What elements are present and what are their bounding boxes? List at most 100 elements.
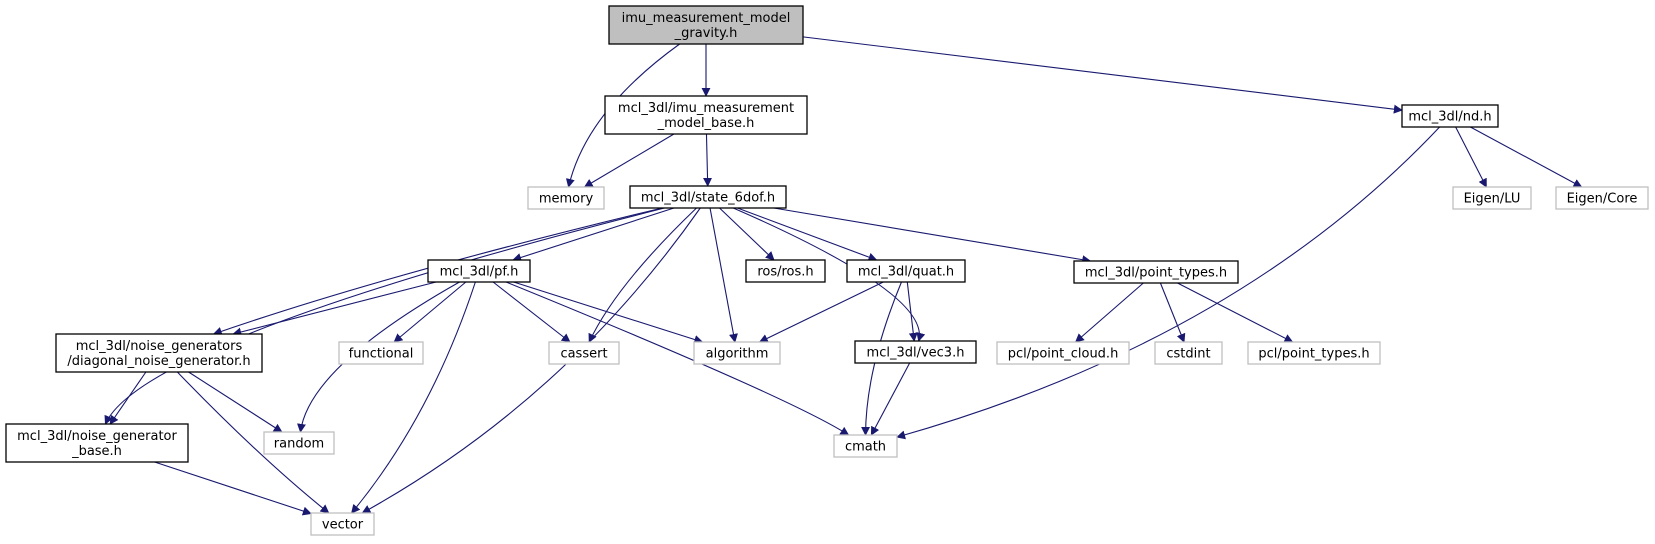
node-box [338, 341, 424, 365]
node-root[interactable]: imu_measurement_model_gravity.h [608, 5, 804, 45]
node-pcloud: pcl/point_cloud.h [996, 341, 1130, 365]
edge-pf-to-functional [393, 281, 467, 343]
edge-pf-to-algorithm [513, 281, 704, 344]
node-label: mcl_3dl/noise_generators [76, 339, 243, 354]
node-box [608, 5, 804, 45]
node-state[interactable]: mcl_3dl/state_6dof.h [629, 185, 787, 209]
edge-pf-to-cmath [505, 281, 850, 436]
node-box [263, 431, 335, 455]
node-box [55, 333, 263, 373]
node-cstdint: cstdint [1154, 341, 1223, 365]
node-label: mcl_3dl/state_6dof.h [641, 191, 775, 206]
edge-pf-to-vector [351, 281, 476, 514]
node-algorithm: algorithm [693, 341, 781, 365]
node-label: mcl_3dl/point_types.h [1085, 266, 1227, 281]
node-label: /diagonal_noise_generator.h [67, 354, 250, 369]
node-label: mcl_3dl/vec3.h [867, 346, 965, 361]
node-box [1401, 104, 1499, 128]
node-label: cstdint [1166, 347, 1210, 362]
node-label: memory [539, 192, 594, 207]
node-box [1555, 186, 1649, 210]
node-label: functional [349, 347, 414, 362]
node-box [527, 186, 605, 210]
node-label: mcl_3dl/quat.h [858, 265, 954, 280]
edge-nd-to-eigenlu [1455, 126, 1487, 188]
node-label: Eigen/Core [1567, 192, 1638, 207]
node-box [996, 341, 1130, 365]
node-nd[interactable]: mcl_3dl/nd.h [1401, 104, 1499, 128]
edge-base-to-memory [583, 133, 675, 188]
nodes-layer: imu_measurement_model_gravity.h mcl_3dl/i… [5, 5, 1649, 536]
node-box [1154, 341, 1223, 365]
edge-ptypes-to-pclptypes [1177, 282, 1294, 343]
node-box [846, 259, 966, 283]
node-label: mcl_3dl/nd.h [1408, 110, 1491, 125]
node-label: cassert [560, 347, 607, 362]
node-vec3[interactable]: mcl_3dl/vec3.h [854, 340, 977, 364]
node-box [1247, 341, 1381, 365]
node-label: vector [322, 518, 364, 533]
edge-ptypes-to-cstdint [1159, 282, 1186, 343]
node-box [854, 340, 977, 364]
node-cmath: cmath [833, 434, 898, 458]
edge-root-to-nd [802, 36, 1403, 114]
edge-base-to-state [703, 133, 713, 187]
node-functional: functional [338, 341, 424, 365]
node-label: ros/ros.h [757, 265, 813, 280]
edge-pf-to-cassert [492, 281, 571, 343]
edge-state-to-vector [361, 207, 701, 514]
node-label: mcl_3dl/imu_measurement [618, 101, 794, 116]
node-label: cmath [845, 440, 886, 455]
node-eigenlu: Eigen/LU [1452, 186, 1532, 210]
node-box [1073, 260, 1239, 284]
edge-pf-to-noisegen [232, 281, 437, 337]
node-cassert: cassert [548, 341, 620, 365]
edge-noisegen-to-noisebase [109, 371, 147, 425]
edge-state-to-noisebase [104, 207, 665, 425]
edge-state-to-pf [512, 207, 675, 262]
node-ros[interactable]: ros/ros.h [745, 259, 826, 283]
node-eigencore: Eigen/Core [1555, 186, 1649, 210]
node-label: _model_base.h [657, 116, 755, 131]
edge-state-to-cassert [588, 207, 697, 343]
node-label: Eigen/LU [1464, 192, 1521, 207]
node-box [427, 259, 531, 283]
edge-state-to-noisegen [212, 207, 663, 336]
node-pclptypes: pcl/point_types.h [1247, 341, 1381, 365]
edges-layer [104, 36, 1583, 516]
node-box [833, 434, 898, 458]
node-label: mcl_3dl/pf.h [440, 265, 519, 280]
node-label: random [274, 437, 324, 452]
node-ptypes[interactable]: mcl_3dl/point_types.h [1073, 260, 1239, 284]
node-box [629, 185, 787, 209]
node-random: random [263, 431, 335, 455]
edge-vec3-to-cmath [870, 362, 911, 436]
node-box [310, 512, 375, 536]
node-box [5, 423, 189, 463]
node-box [604, 95, 808, 135]
edge-state-to-algorithm [709, 207, 738, 343]
node-pf[interactable]: mcl_3dl/pf.h [427, 259, 531, 283]
node-label: mcl_3dl/noise_generator [17, 429, 177, 444]
edge-state-to-ros [719, 207, 775, 261]
node-box [1452, 186, 1532, 210]
node-label: pcl/point_types.h [1258, 347, 1369, 362]
node-vector: vector [310, 512, 375, 536]
edge-noisebase-to-vector [154, 461, 312, 516]
edge-quat-to-algorithm [758, 281, 884, 343]
edge-noisegen-to-random [188, 371, 283, 433]
edge-state-to-quat [737, 207, 878, 262]
node-noisebase[interactable]: mcl_3dl/noise_generator_base.h [5, 423, 189, 463]
node-box [693, 341, 781, 365]
node-quat[interactable]: mcl_3dl/quat.h [846, 259, 966, 283]
edge-nd-to-eigencore [1470, 126, 1583, 188]
node-box [548, 341, 620, 365]
edge-state-to-ptypes [773, 207, 1092, 265]
node-noisegen[interactable]: mcl_3dl/noise_generators/diagonal_noise_… [55, 333, 263, 373]
edge-quat-to-vec3 [906, 281, 918, 342]
edge-noisegen-to-vector [176, 371, 330, 514]
node-base[interactable]: mcl_3dl/imu_measurement_model_base.h [604, 95, 808, 135]
node-label: pcl/point_cloud.h [1008, 347, 1119, 362]
node-memory: memory [527, 186, 605, 210]
